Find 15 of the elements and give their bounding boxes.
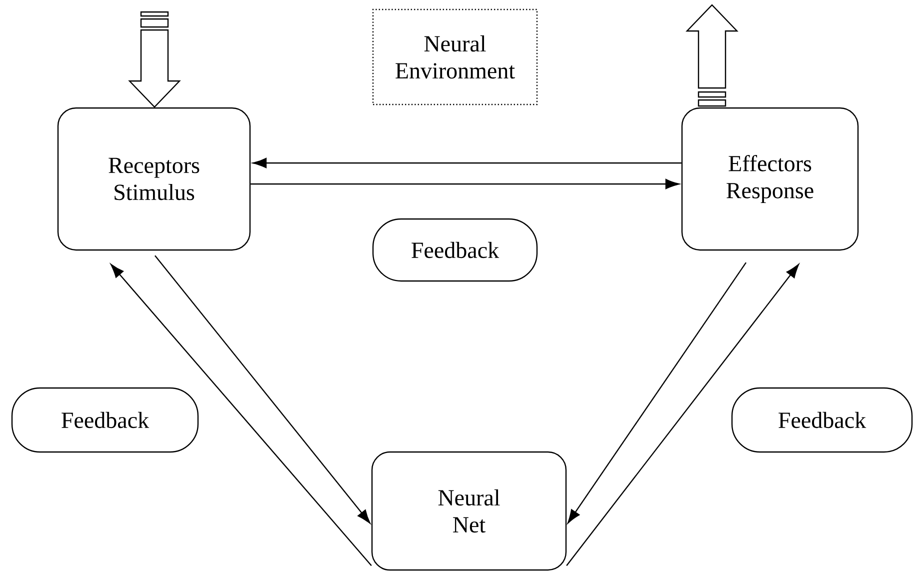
process-box: Receptors Stimulus — [57, 107, 251, 251]
process-box: Neural Net — [371, 451, 567, 571]
arrow — [252, 158, 682, 168]
arrow — [154, 255, 370, 524]
feedback-box: Feedback — [731, 387, 913, 453]
environment-box: Neural Environment — [372, 8, 538, 106]
arrow — [568, 262, 746, 524]
arrow — [566, 264, 799, 566]
block-arrow — [128, 11, 181, 108]
feedback-box: Feedback — [372, 218, 538, 282]
feedback-box: Feedback — [11, 387, 199, 453]
block-arrow — [686, 4, 738, 107]
arrow — [110, 264, 372, 566]
arrow — [250, 178, 680, 190]
process-box: Effectors Response — [681, 107, 859, 251]
